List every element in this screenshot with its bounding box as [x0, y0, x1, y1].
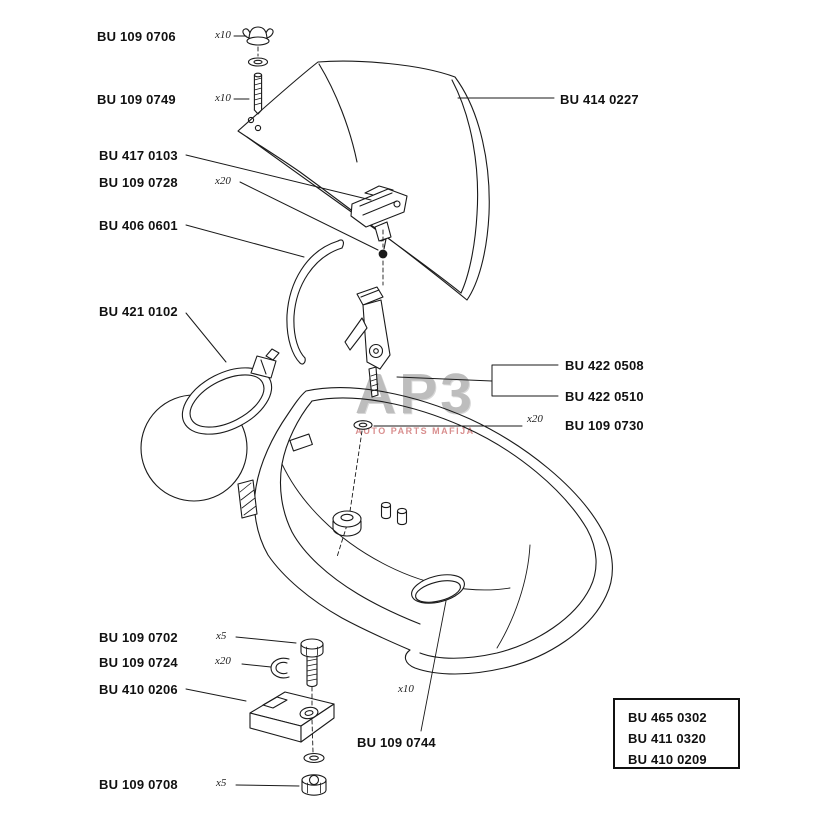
watermark-subtext: AUTO PARTS MAFIJA [355, 426, 475, 436]
part-label-bu-410-0206: BU 410 0206 [99, 682, 178, 697]
part-label-bu-109-0730: BU 109 0730 [565, 418, 644, 433]
qty-marker-bu-109-0706: x10 [215, 29, 231, 41]
spring-wire-drawing [286, 239, 344, 365]
part-label-bu-422-0508: BU 422 0508 [565, 358, 644, 373]
qty-marker-bu-109-0730: x20 [527, 413, 543, 425]
legend-item: BU 410 0209 [628, 752, 707, 767]
part-label-bu-406-0601: BU 406 0601 [99, 218, 178, 233]
part-label-bu-109-0744: BU 109 0744 [357, 735, 436, 750]
qty-marker-bu-109-0749: x10 [215, 92, 231, 104]
axis-dash [336, 430, 363, 558]
tray-drawing [237, 387, 613, 675]
latch-drawing [350, 185, 408, 250]
lever-drawing [344, 286, 391, 398]
hex-bolt-drawing [300, 638, 324, 688]
axis-dash [311, 686, 314, 753]
wing-nut-drawing [242, 26, 274, 46]
part-label-bu-109-0708: BU 109 0708 [99, 777, 178, 792]
part-label-bu-109-0724: BU 109 0724 [99, 655, 178, 670]
part-label-bu-109-0706: BU 109 0706 [97, 29, 176, 44]
clamp-block-drawing [249, 691, 335, 743]
ball-nut-drawing [378, 249, 388, 259]
clip-drawing [270, 657, 290, 679]
cover-drawing [237, 60, 490, 301]
part-label-bu-417-0103: BU 417 0103 [99, 148, 178, 163]
legend-item: BU 411 0320 [628, 731, 707, 746]
washer-drawing-top [247, 57, 269, 67]
qty-marker-bu-109-0708: x5 [216, 777, 227, 789]
qty-marker-bu-109-0724: x20 [215, 655, 231, 667]
leader-lines [185, 35, 559, 787]
qty-marker-bu-109-0728: x20 [215, 175, 231, 187]
part-label-bu-109-0728: BU 109 0728 [99, 175, 178, 190]
qty-marker-bu-109-0702: x5 [216, 630, 227, 642]
legend-item: BU 465 0302 [628, 710, 707, 725]
stud-bolt-drawing [253, 72, 263, 115]
part-label-bu-422-0510: BU 422 0510 [565, 389, 644, 404]
pot-drawing [140, 348, 280, 502]
hex-nut-drawing [301, 774, 327, 796]
washer-drawing-x20 [353, 420, 373, 430]
part-label-bu-109-0749: BU 109 0749 [97, 92, 176, 107]
part-label-bu-109-0702: BU 109 0702 [99, 630, 178, 645]
legend-box: BU 465 0302 BU 411 0320 BU 410 0209 [613, 698, 740, 769]
part-label-bu-421-0102: BU 421 0102 [99, 304, 178, 319]
washer-drawing-bottom [303, 752, 325, 764]
qty-marker-bu-109-0744: x10 [398, 683, 414, 695]
part-label-bu-414-0227: BU 414 0227 [560, 92, 639, 107]
